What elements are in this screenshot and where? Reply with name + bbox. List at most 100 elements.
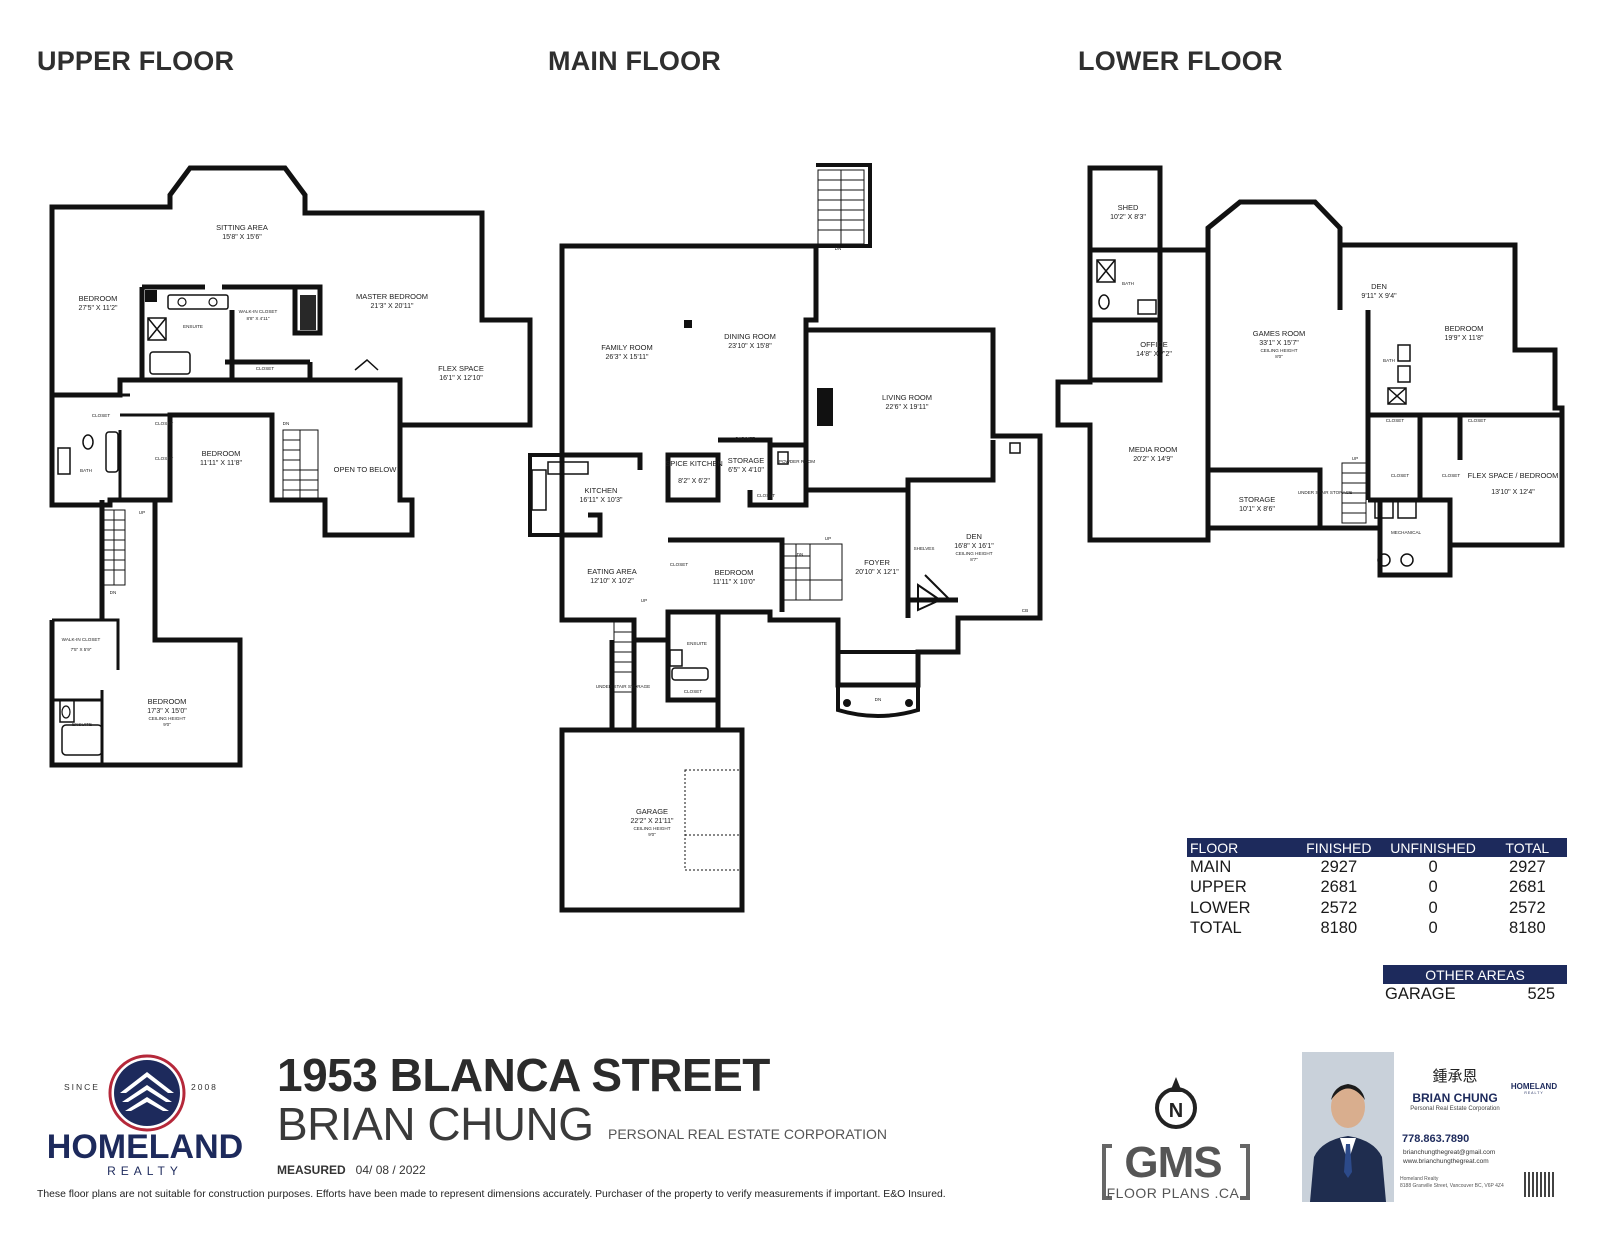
table-row: MAIN 2927 0 2927 [1187,857,1567,878]
lower-bedroom-dim: 19'9" X 11'8" [1444,335,1484,342]
main-den-ceiling: CEILING HEIGHT [955,551,992,556]
upper-master-bedroom-name: MASTER BEDROOM [356,292,428,301]
main-closet-b: CLOSET [670,562,689,567]
main-dn-front: DN [875,697,882,702]
agent-name: BRIAN CHUNG [277,1098,594,1150]
lower-bath-a: BATH [1122,281,1134,286]
homeland-wordmark: HOMELAND [46,1128,244,1166]
main-bedroom-name: BEDROOM [715,568,754,577]
since-year: 2008 [191,1082,218,1092]
cell-unfinished: 0 [1428,857,1438,876]
lower-games-room-ceiling-val: 8'0" [1275,354,1283,359]
cell-finished: 2927 [1320,857,1358,876]
upper-bedroom-3-ceiling: CEILING HEIGHT [148,716,185,721]
gms-logo-frame [1102,1144,1250,1200]
lower-flex-space-dim: 13'10" X 12'4" [1491,489,1535,496]
main-cb: CB [1022,608,1028,613]
cell-area-value: 525 [1527,984,1555,1003]
lower-closet-d: CLOSET [1442,473,1461,478]
upper-stair-b [282,429,319,501]
upper-bedroom-1-name: BEDROOM [79,294,118,303]
lower-mechanical: MECHANICAL [1391,530,1422,535]
cell-unfinished: 0 [1428,919,1438,938]
header-floor: FLOOR [1190,839,1239,856]
lower-media-room-name: MEDIA ROOM [1129,445,1178,454]
main-den-dim: 16'8" X 16'1" [954,543,994,550]
cell-total: 2572 [1508,898,1546,917]
lower-floor-plan [1055,165,1565,578]
table-row: GARAGE 525 [1383,984,1567,1005]
main-garage-ceiling-val: 9'0" [648,832,656,837]
since-label: SINCE [64,1082,100,1092]
area-table-header: FLOOR FINISHED UNFINISHED TOTAL [1187,838,1567,857]
disclaimer: These floor plans are not suitable for c… [37,1189,946,1200]
cell-finished: 8180 [1320,919,1358,938]
area-summary-table: FLOOR FINISHED UNFINISHED TOTAL MAIN 292… [1187,838,1567,939]
lower-under-stair: UNDER STAIR STORAGE [1298,490,1352,495]
upper-bedroom-2-name: BEDROOM [202,449,241,458]
upper-closet-a: CLOSET [256,366,275,371]
main-dining-room-dim: 23'10" X 15'8" [728,343,772,350]
main-storage-name: STORAGE [728,456,765,465]
lower-flex-space-name: FLEX SPACE / BEDROOM [1468,471,1559,480]
realty-wordmark: REALTY [107,1164,183,1178]
other-areas-header: OTHER AREAS [1383,965,1567,984]
card-office-name: Homeland Realty [1400,1176,1439,1182]
main-bedroom-dim: 11'11" X 10'0" [713,579,756,586]
agent-chinese-name: 鍾承恩 [1432,1067,1478,1085]
lower-up: UP [1352,456,1358,461]
main-kitchen-dim: 16'11" X 10'3" [580,497,623,504]
agent-photo [1302,1052,1394,1202]
upper-bedroom-3-ceiling-val: 9'0" [163,722,171,727]
lower-games-room-name: GAMES ROOM [1253,329,1306,338]
main-den-name: DEN [966,532,982,541]
lower-games-room-dim: 33'1" X 15'7" [1259,340,1299,347]
upper-walk-in-closet-2-name: WALK-IN CLOSET [62,637,101,642]
table-row: TOTAL 8180 0 8180 [1187,919,1567,940]
lower-storage-name: STORAGE [1239,495,1276,504]
measured-date: 04/ 08 / 2022 [355,1163,426,1177]
lower-storage-dim: 10'1" X 8'6" [1239,506,1275,513]
header-total: TOTAL [1505,839,1550,856]
cell-finished: 2572 [1320,898,1358,917]
cell-area-name: GARAGE [1385,984,1456,1003]
upper-closet-b: CLOSET [92,413,111,418]
upper-stair-a [102,509,126,586]
main-kitchen-name: KITCHEN [585,486,618,495]
main-family-room-name: FAMILY ROOM [601,343,652,352]
upper-floor-plan [49,165,533,768]
lower-closet-c: CLOSET [1391,473,1410,478]
lower-floor-title: LOWER FLOOR [1078,46,1283,76]
upper-walk-in-closet-1-name: WALK-IN CLOSET [239,309,278,314]
upper-flex-space-dim: 16'1" X 12'10" [439,375,483,382]
cell-total: 2927 [1508,857,1546,876]
upper-bedroom-3-dim: 17'3" X 15'0" [147,708,187,715]
other-areas-table: OTHER AREAS GARAGE 525 [1383,965,1567,1005]
upper-closet-c: CLOSET [155,421,174,426]
upper-bedroom-1-dim: 27'5" X 11'2" [78,305,118,312]
main-powder-room: POWDER ROOM [779,459,815,464]
upper-flex-space-name: FLEX SPACE [438,364,484,373]
lower-closet-a: CLOSET [1386,418,1405,423]
upper-floor-title: UPPER FLOOR [37,46,235,76]
upper-bedroom-3-name: BEDROOM [148,697,187,706]
qr-code-icon [1524,1172,1556,1197]
card-logo-sub: REALTY [1524,1091,1544,1095]
main-closet-a: CLOSET [757,493,776,498]
card-office-address: 8188 Granville Street, Vancouver BC, V6P… [1400,1183,1504,1189]
main-cabinet: CABINET [735,436,755,441]
gms-logo-sub: FLOOR PLANS .CA [1106,1185,1240,1201]
main-up2: UP [641,598,647,603]
agent-portrait-icon [1302,1052,1394,1202]
main-garage-name: GARAGE [636,807,668,816]
cell-floor: LOWER [1190,898,1251,917]
card-email: brianchungthegreat@gmail.com [1403,1149,1496,1156]
main-stair-center [783,543,843,601]
upper-closet-d: CLOSET [155,456,174,461]
main-garage-ceiling: CEILING HEIGHT [633,826,670,831]
cell-total: 2681 [1508,878,1546,897]
main-stair-under [613,621,633,693]
upper-dn2-label: DN [110,590,117,595]
